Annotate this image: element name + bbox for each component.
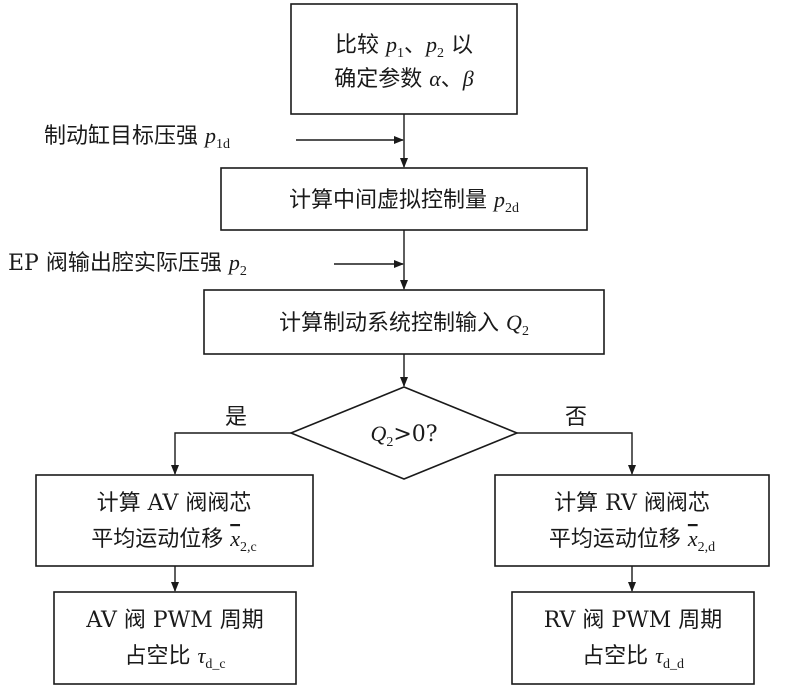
brake-cylinder-target-pressure-label: 制动缸目标压强 p1d [44, 123, 230, 152]
compare-pressures-box [290, 3, 518, 115]
arrow-yes-branch [171, 432, 291, 475]
av-displacement-line2: 平均运动位移 x2,c [91, 526, 256, 555]
decision-label: Q2>0? [370, 421, 437, 450]
yes-branch-label: 是 [225, 405, 247, 430]
av-pwm-line2: 占空比 τd_c [124, 643, 225, 672]
no-branch-label: 否 [565, 405, 587, 430]
rv-pwm-box [511, 591, 755, 685]
av-displacement-box [35, 474, 314, 567]
rv-displacement-line2: 平均运动位移 x2,d [549, 526, 715, 555]
virtual-control-box [220, 167, 588, 231]
rv-displacement-box [494, 474, 770, 567]
av-pwm-box [53, 591, 297, 685]
decision-diamond [288, 386, 520, 480]
av-pwm-line1: AV 阀 PWM 周期 [85, 608, 264, 633]
av-displacement-line1: 计算 AV 阀阀芯 [97, 491, 252, 516]
compare-pressures-line2: 确定参数 α、β [334, 66, 474, 92]
rv-displacement-line1: 计算 RV 阀阀芯 [554, 491, 710, 516]
arrow-no-branch [517, 432, 636, 475]
ep-valve-actual-pressure-label: EP 阀输出腔实际压强 p2 [8, 250, 247, 279]
compare-pressures-line1: 比较 p1、p2 以 [335, 32, 473, 61]
virtual-control-label: 计算中间虚拟控制量 p2d [289, 187, 519, 216]
rv-pwm-line1: RV 阀 PWM 周期 [544, 608, 723, 633]
control-input-label: 计算制动系统控制输入 Q2 [279, 310, 529, 339]
rv-pwm-line2: 占空比 τd_d [582, 643, 684, 672]
